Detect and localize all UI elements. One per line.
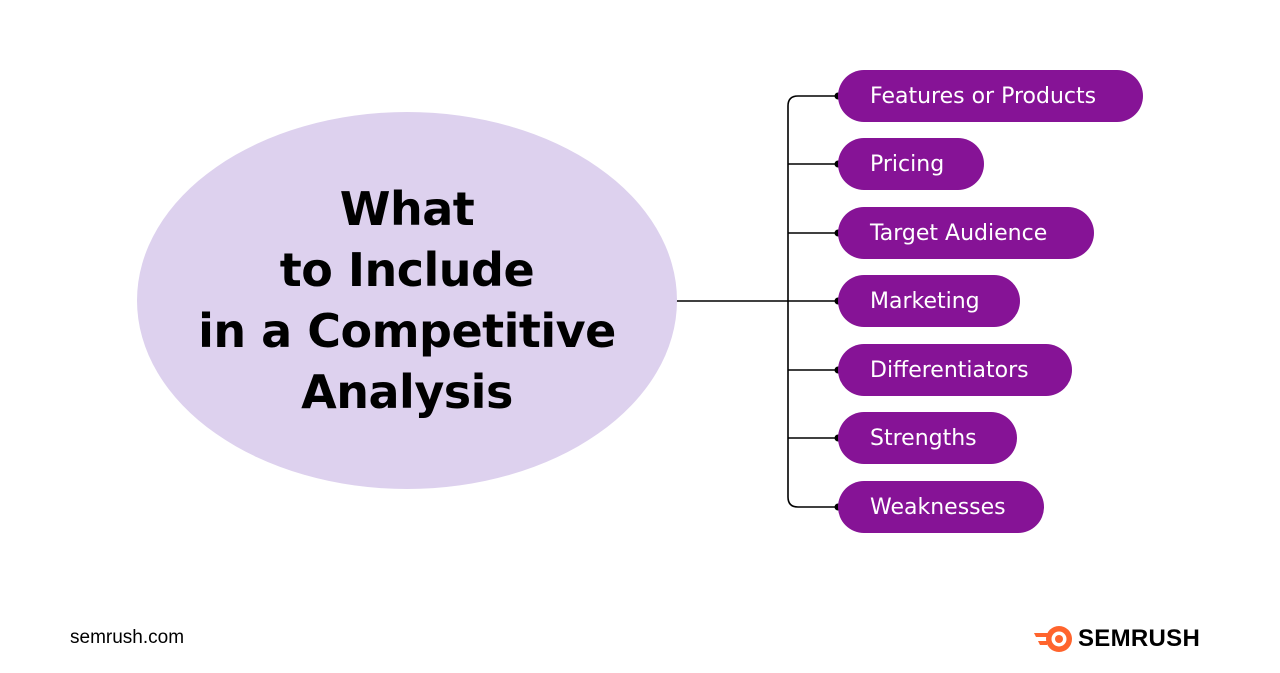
branch-differentiators[interactable]: Differentiators [838,344,1072,396]
branch-features-or-products[interactable]: Features or Products [838,70,1143,122]
center-topic-title: What to Include in a Competitive Analysi… [177,179,637,423]
semrush-fireball-icon [1034,626,1072,652]
center-title-line: in a Competitive [198,303,616,358]
branch-weaknesses[interactable]: Weaknesses [838,481,1044,533]
branch-strengths[interactable]: Strengths [838,412,1017,464]
footer-url-link[interactable]: semrush.com [70,627,185,648]
semrush-wordmark: SEMRUSH [1078,625,1201,652]
center-topic-ellipse: What to Include in a Competitive Analysi… [137,112,677,489]
center-title-line: Analysis [301,364,513,419]
center-title-line: to Include [279,242,535,297]
branch-target-audience[interactable]: Target Audience [838,207,1094,259]
center-title-line: What [339,181,475,236]
branch-marketing[interactable]: Marketing [838,275,1020,327]
semrush-logo[interactable]: SEMRUSH [1032,624,1200,654]
branch-pricing[interactable]: Pricing [838,138,984,190]
